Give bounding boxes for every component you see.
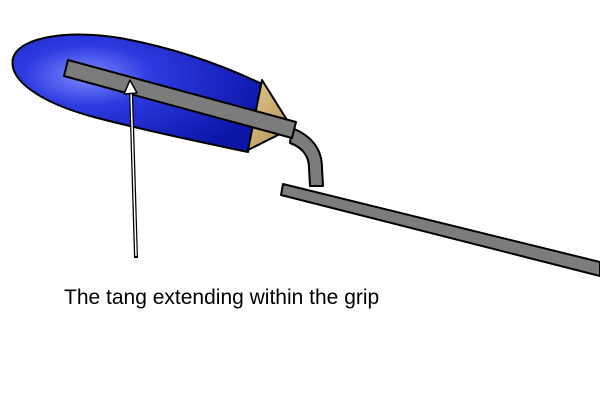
trowel-gooseneck [289, 127, 324, 187]
tang-annotation-label: The tang extending within the grip [64, 286, 380, 309]
tang [63, 59, 297, 139]
trowel-blade [280, 183, 600, 277]
pointer-arrowhead [123, 79, 138, 95]
pointer-line-inner [130, 91, 137, 257]
